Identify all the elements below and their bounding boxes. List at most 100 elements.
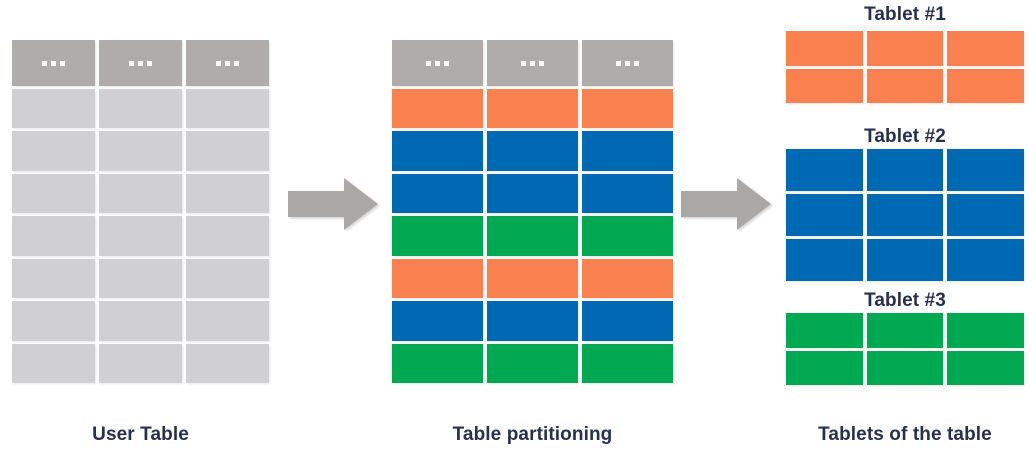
table-cell <box>487 89 578 129</box>
table-cell <box>786 313 863 348</box>
table-row <box>786 194 1025 236</box>
arrow-table-to-partition-icon <box>288 177 380 231</box>
arrow-partition-to-tablets-icon <box>681 177 773 231</box>
table-cell <box>186 258 269 299</box>
table-cell <box>866 68 944 103</box>
table-cell <box>392 343 483 383</box>
tablet-3 <box>786 313 1025 385</box>
table-cell <box>99 131 182 171</box>
table-row <box>392 258 673 299</box>
table-cell <box>947 194 1025 236</box>
table-header-cell <box>99 40 182 86</box>
table-row <box>392 343 673 383</box>
table-cell <box>582 343 673 383</box>
caption-user-table: User Table <box>92 424 189 445</box>
tablet-1 <box>786 31 1025 103</box>
table-cell <box>786 31 863 66</box>
table-cell <box>186 89 269 129</box>
table-cell <box>12 173 95 214</box>
table-cell <box>487 301 578 341</box>
table-cell <box>186 301 269 341</box>
table-row <box>786 239 1025 281</box>
ellipsis-icon <box>42 60 65 66</box>
table-cell <box>99 301 182 341</box>
table-row <box>12 301 269 341</box>
table-cell <box>947 149 1025 191</box>
table-cell <box>866 239 944 281</box>
tablet-1-title: Tablet #1 <box>864 4 946 25</box>
tablet-2-title: Tablet #2 <box>864 126 946 147</box>
table-cell <box>947 313 1025 348</box>
table-row <box>12 173 269 214</box>
table-cell <box>392 216 483 256</box>
table-cell <box>12 131 95 171</box>
partitioned-table <box>392 40 673 383</box>
tablet-2 <box>786 149 1025 281</box>
ellipsis-icon <box>426 60 449 66</box>
table-cell <box>186 343 269 383</box>
table-cell <box>786 149 863 191</box>
table-cell <box>99 89 182 129</box>
table-header-row <box>12 40 269 86</box>
tablet-3-title: Tablet #3 <box>864 290 946 311</box>
table-cell <box>866 149 944 191</box>
table-row <box>12 343 269 383</box>
table-cell <box>12 89 95 129</box>
ellipsis-icon <box>521 60 544 66</box>
caption-table-partitioning: Table partitioning <box>452 424 613 445</box>
table-cell <box>582 131 673 171</box>
table-cell <box>582 89 673 129</box>
table-cell <box>487 131 578 171</box>
table-header-cell <box>186 40 269 86</box>
table-row <box>786 313 1025 348</box>
table-cell <box>12 343 95 383</box>
table-cell <box>99 216 182 256</box>
table-row <box>12 89 269 129</box>
table-cell <box>392 258 483 299</box>
table-cell <box>487 258 578 299</box>
table-cell <box>487 173 578 214</box>
table-row <box>392 173 673 214</box>
table-cell <box>99 258 182 299</box>
table-cell <box>786 68 863 103</box>
table-cell <box>582 173 673 214</box>
table-row <box>786 149 1025 191</box>
table-cell <box>947 31 1025 66</box>
table-cell <box>947 239 1025 281</box>
table-cell <box>487 216 578 256</box>
table-row <box>786 68 1025 103</box>
table-cell <box>582 301 673 341</box>
table-cell <box>786 350 863 385</box>
table-cell <box>786 194 863 236</box>
table-header-cell <box>392 40 483 86</box>
table-row <box>392 216 673 256</box>
table-row <box>12 258 269 299</box>
table-cell <box>786 239 863 281</box>
table-cell <box>392 301 483 341</box>
table-cell <box>582 216 673 256</box>
table-header-row <box>392 40 673 86</box>
table-cell <box>99 173 182 214</box>
table-cell <box>487 343 578 383</box>
ellipsis-icon <box>616 60 639 66</box>
ellipsis-icon <box>129 60 152 66</box>
ellipsis-icon <box>216 60 239 66</box>
table-row <box>392 131 673 171</box>
table-row <box>786 350 1025 385</box>
table-cell <box>392 131 483 171</box>
table-cell <box>947 68 1025 103</box>
table-header-cell <box>487 40 578 86</box>
table-cell <box>392 89 483 129</box>
table-cell <box>12 216 95 256</box>
table-row <box>786 31 1025 66</box>
table-cell <box>866 350 944 385</box>
table-cell <box>186 173 269 214</box>
table-cell <box>186 216 269 256</box>
table-row <box>392 301 673 341</box>
user-table <box>12 40 269 383</box>
table-cell <box>947 350 1025 385</box>
table-cell <box>12 301 95 341</box>
table-cell <box>582 258 673 299</box>
table-cell <box>186 131 269 171</box>
